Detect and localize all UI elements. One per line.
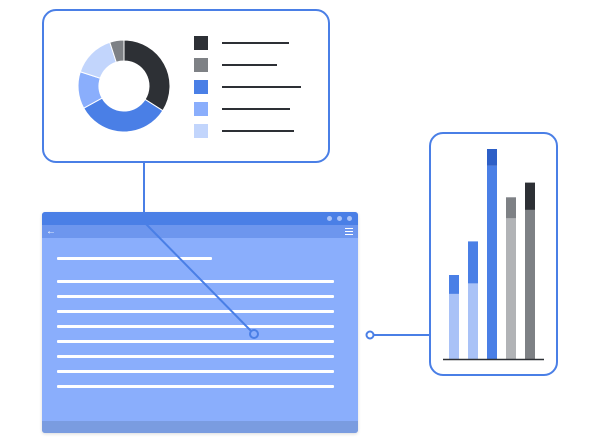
- bar-segment: [506, 218, 516, 359]
- bar-segment: [449, 293, 459, 359]
- bar-connector-node: [365, 330, 375, 340]
- legend-label-placeholder: [222, 86, 301, 88]
- bar-segment: [525, 209, 535, 359]
- bar-segment: [525, 182, 535, 210]
- text-placeholder-line: [57, 385, 334, 388]
- text-placeholder-line: [57, 340, 334, 343]
- window-dot-icon[interactable]: [337, 216, 342, 221]
- donut-slice: [79, 41, 117, 79]
- bar-segment: [487, 165, 497, 359]
- window-dot-icon[interactable]: [347, 216, 352, 221]
- bar-segment: [449, 275, 459, 294]
- legend-swatch: [194, 36, 208, 50]
- bar-segment: [487, 149, 497, 166]
- browser-window: ←: [42, 212, 358, 433]
- donut-slice: [109, 39, 125, 63]
- bar-chart: [443, 149, 544, 361]
- bar-segment: [468, 241, 478, 284]
- donut-chart: [77, 39, 171, 133]
- window-dot-icon[interactable]: [327, 216, 332, 221]
- text-placeholder-line: [57, 370, 334, 373]
- donut-slice: [123, 39, 171, 112]
- text-placeholder-line: [57, 310, 334, 313]
- window-toolbar: [42, 225, 358, 238]
- bar-segment: [506, 197, 516, 219]
- donut-chart-card: [42, 9, 330, 163]
- window-footer: [42, 421, 358, 433]
- legend-label-placeholder: [222, 64, 277, 66]
- legend-swatch: [194, 102, 208, 116]
- back-arrow-icon[interactable]: ←: [46, 226, 56, 237]
- text-placeholder-line: [57, 280, 334, 283]
- legend-swatch: [194, 58, 208, 72]
- text-placeholder-line: [57, 325, 334, 328]
- bar-segment: [468, 283, 478, 359]
- bar-chart-card: [429, 132, 558, 376]
- legend-swatch: [194, 124, 208, 138]
- window-titlebar: [42, 212, 358, 225]
- hamburger-menu-icon[interactable]: [345, 228, 353, 235]
- text-placeholder-line: [57, 295, 334, 298]
- text-placeholder-heading: [57, 257, 212, 260]
- legend-label-placeholder: [222, 42, 289, 44]
- legend-swatch: [194, 80, 208, 94]
- text-placeholder-line: [57, 355, 334, 358]
- donut-slice: [83, 97, 164, 133]
- legend-label-placeholder: [222, 108, 290, 110]
- legend-label-placeholder: [222, 130, 294, 132]
